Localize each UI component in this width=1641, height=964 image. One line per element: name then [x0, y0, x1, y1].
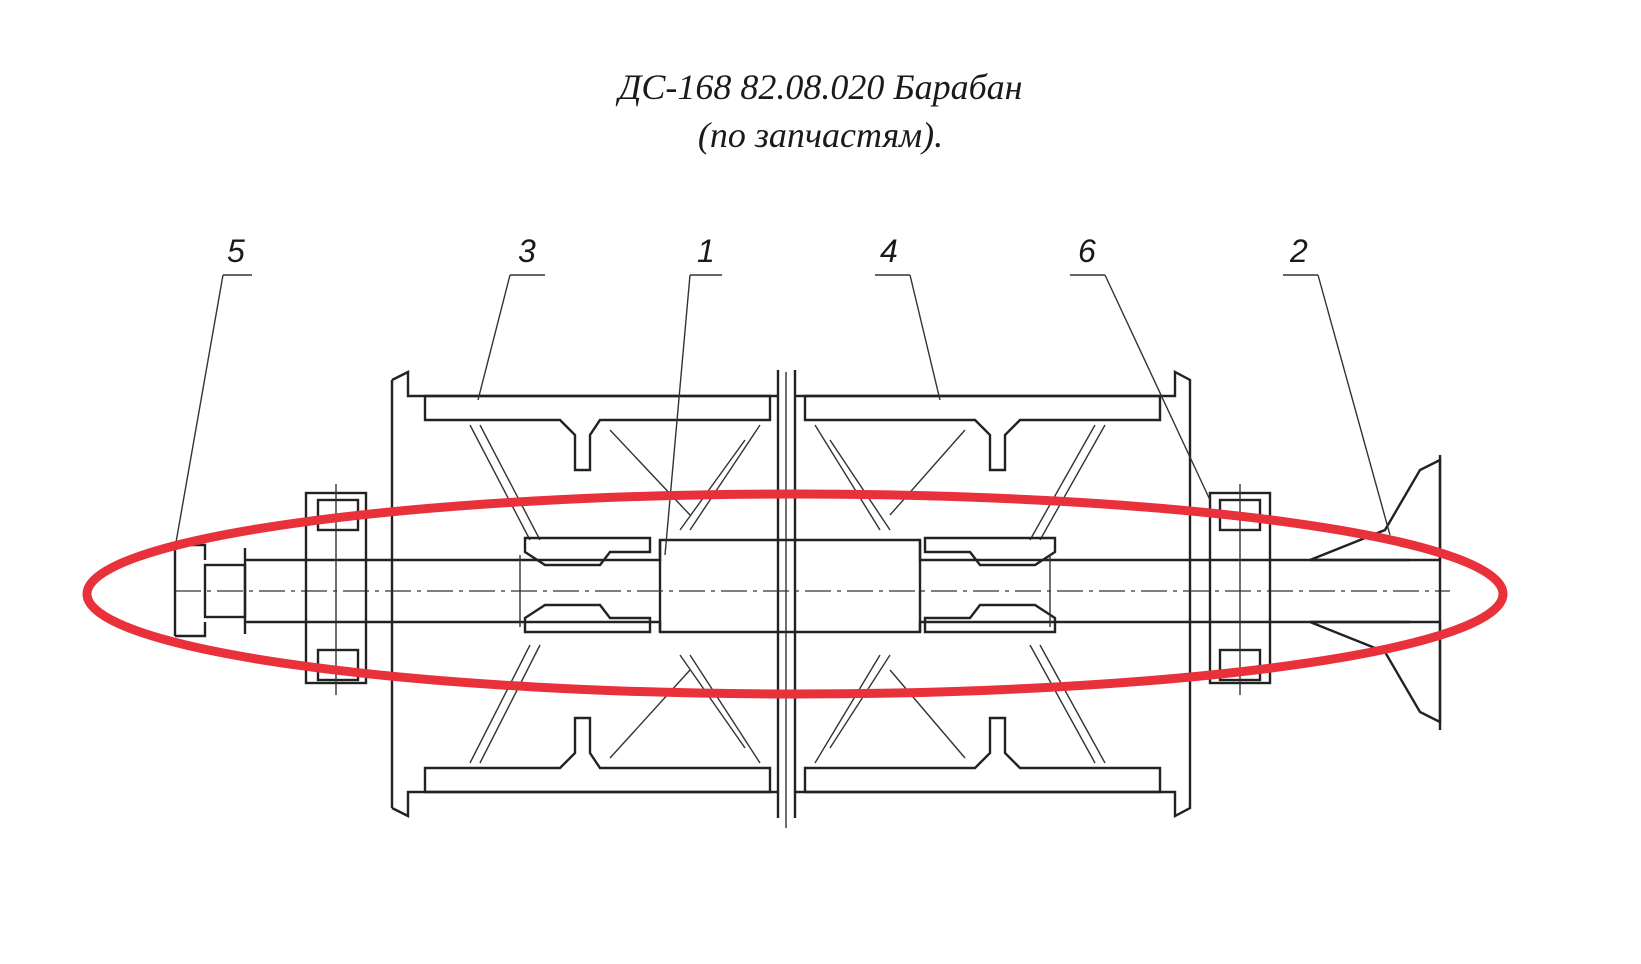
callout-2: 2	[1289, 233, 1308, 269]
hub-left	[523, 536, 652, 634]
drive-flange	[1309, 455, 1442, 730]
drawing-title: ДС-168 82.08.020 Барабан	[618, 67, 1023, 107]
bearing-left	[304, 484, 368, 695]
drum-body	[390, 370, 1192, 828]
callout-3: 3	[518, 233, 536, 269]
hub-right	[923, 536, 1057, 634]
drawing-subtitle: (по запчастям).	[697, 115, 944, 155]
callout-6: 6	[1078, 233, 1096, 269]
callout-5: 5	[227, 233, 245, 269]
callout-4: 4	[880, 233, 898, 269]
callout-1: 1	[697, 233, 715, 269]
callout-leaders	[174, 274, 1391, 556]
shaft	[175, 538, 1450, 634]
highlight-ellipse	[82, 489, 1508, 699]
